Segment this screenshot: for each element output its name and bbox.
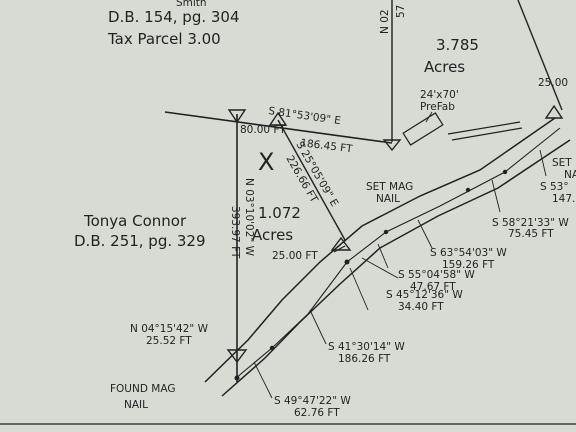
road-point-2: [465, 187, 471, 193]
adjoiner-name: Tonya Connor: [83, 212, 187, 230]
monument-top-west: [227, 109, 247, 124]
c2-bearing: S 63°54'03" W: [430, 247, 507, 259]
road-offset-line: [333, 245, 346, 253]
c4-bearing: S 45°12'36" W: [386, 289, 463, 301]
top-owner: Smith: [176, 0, 207, 9]
building-size: 24'x70': [420, 89, 459, 101]
set-mag-label-1: SET MAG: [366, 181, 413, 193]
building-type: PreFab: [420, 101, 455, 113]
road-offset-dist: 25.00 FT: [272, 250, 318, 262]
c5-dist: 186.26 FT: [338, 353, 391, 365]
subject-area-value: 1.072: [258, 204, 301, 222]
top-dist-a: 80.00 FT: [240, 124, 286, 136]
east-area-unit: Acres: [424, 58, 465, 76]
leader-lines: [253, 149, 547, 399]
east-area-value: 3.785: [436, 36, 479, 54]
c2-dist: 159.26 FT: [442, 259, 495, 271]
nw-dist: 25.52 FT: [146, 335, 192, 347]
c1-dist: 75.45 FT: [508, 228, 554, 240]
road-point-4: [269, 345, 275, 351]
west-bearing: N 03°10'02" W: [243, 178, 255, 257]
road-centerline: [235, 127, 561, 379]
c4-dist: 34.40 FT: [398, 301, 444, 313]
marker-x: X: [258, 148, 274, 176]
diagonal-boundary-line: [277, 119, 346, 241]
c3-dist: 47.67 FT: [410, 281, 456, 293]
found-mag-label-2: NAIL: [124, 399, 148, 411]
partial-set: SET: [552, 157, 572, 169]
top-deed: D.B. 154, pg. 304: [108, 8, 240, 26]
c5-bearing: S 41°30'14" W: [328, 341, 405, 353]
prefab-building: [402, 112, 444, 146]
monument-road-mid: [330, 236, 352, 251]
driveway-line-2: [451, 127, 523, 141]
adjoiner-deed: D.B. 251, pg. 329: [74, 232, 206, 250]
monument-top-east: [382, 139, 402, 152]
set-mag-label-2: NAIL: [376, 193, 400, 205]
partial-na: NA: [564, 169, 576, 181]
set-mag-nail-point: [344, 259, 350, 265]
partial-s53: S 53°: [540, 181, 569, 193]
monument-road-east: [544, 104, 564, 119]
north-boundary-line: [164, 111, 393, 144]
parcel-line-right: [517, 0, 563, 111]
partial-north-label: N 02: [379, 9, 391, 34]
road-edge-upper: [204, 117, 556, 383]
building-leader: [425, 111, 433, 123]
nw-bearing: N 04°15'42" W: [130, 323, 209, 335]
road-point-3: [502, 169, 508, 175]
found-mag-label-1: FOUND MAG: [110, 383, 175, 395]
road-edge-lower: [221, 139, 571, 397]
partial-right-dist: 25.00: [538, 77, 568, 89]
subject-area-unit: Acres: [252, 226, 293, 244]
driveway-line-1: [447, 121, 521, 135]
c6-dist: 62.76 FT: [294, 407, 340, 419]
monument-top-mid: [268, 111, 288, 126]
road-point-1: [383, 229, 389, 235]
west-dist: 393.97 FT: [229, 206, 241, 259]
c3-bearing: S 55°04'58" W: [398, 269, 475, 281]
monument-found-nail: [226, 349, 248, 381]
c1-bearing: S 58°21'33" W: [492, 217, 569, 229]
partial-147: 147.2: [552, 193, 576, 205]
partial-north-num: 57: [395, 5, 407, 18]
top-parcel: Tax Parcel 3.00: [107, 30, 221, 48]
c6-bearing: S 49°47'22" W: [274, 395, 351, 407]
